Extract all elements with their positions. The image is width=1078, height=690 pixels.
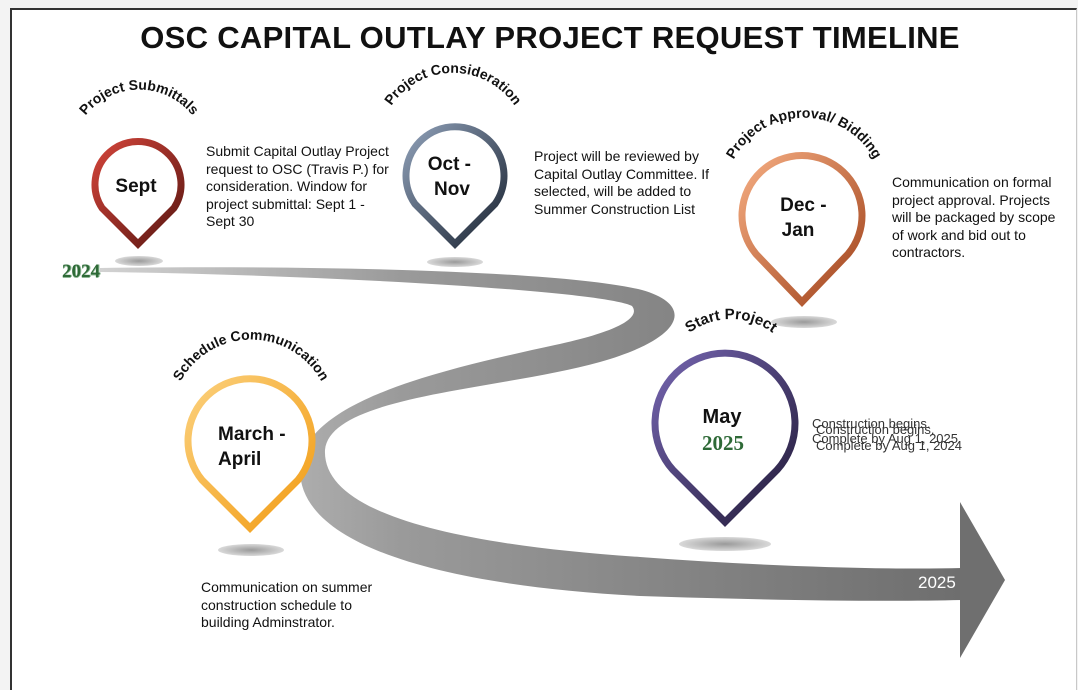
description-project-consideration: Project will be reviewed by Capital Outl… (534, 148, 710, 217)
pin-label-sept: Sept (115, 176, 157, 197)
pin-label-may: May (703, 406, 743, 428)
pin-label-oct-nov: Oct - Nov (428, 154, 477, 200)
pin-march-april (184, 375, 316, 533)
description-project-approval: Communication on formal project approval… (892, 174, 1056, 260)
pin-label-dec-jan: Dec - Jan (780, 195, 832, 241)
pin-oct-nov (402, 123, 508, 249)
pin-label-nov: Nov (434, 179, 470, 200)
description-project-submittals: Submit Capital Outlay Project request to… (206, 143, 389, 229)
pin-label-dec: Dec - (780, 195, 826, 216)
year-start-label: 2024 (62, 261, 100, 282)
pin-shadow (771, 316, 837, 328)
arc-label-schedule-communication: Schedule Communication (169, 326, 332, 383)
start-project-desc-a: Construction begins. Complete by Aug 1, … (812, 416, 958, 446)
page-title: OSC CAPITAL OUTLAY PROJECT REQUEST TIMEL… (140, 20, 960, 55)
pin-label-jan: Jan (782, 220, 815, 241)
arc-label-project-consideration: Project Consideration (381, 60, 525, 108)
pin-sept (91, 137, 185, 249)
pin-label-march-april: March - April (218, 424, 291, 470)
start-project-desc-b: Construction begins. Complete by Aug 1, … (816, 422, 962, 453)
pin-shadow (218, 544, 284, 556)
pin-sublabel-2025: 2025 (702, 431, 744, 455)
timeline-arrowhead (960, 502, 1005, 658)
description-schedule-communication: Communication on summer construction sch… (201, 579, 373, 630)
pin-label-april: April (218, 449, 261, 470)
pin-dec-jan (738, 152, 866, 308)
arc-label-project-submittals: Project Submittals (76, 77, 203, 118)
pin-shadow (115, 256, 163, 266)
year-end-label: 2025 (918, 573, 956, 592)
pin-shadow (679, 537, 771, 551)
arc-label-start-project: Start Project (682, 306, 780, 336)
pin-shadow (427, 257, 483, 267)
pin-label-march: March - (218, 424, 286, 445)
pin-may (651, 349, 799, 527)
pin-label-oct: Oct - (428, 154, 471, 175)
